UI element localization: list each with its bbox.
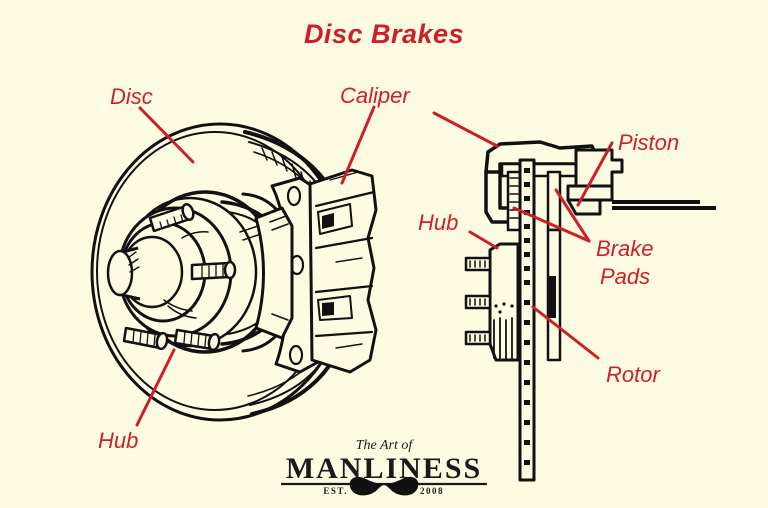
pad-shading: [271, 223, 289, 231]
leader-hub-right: [468, 230, 499, 250]
lug-stud: [148, 202, 195, 233]
piston-seal-block: [566, 184, 614, 202]
label-rotor: Rotor: [606, 362, 661, 387]
leader-brake-pads-inner: [512, 206, 591, 243]
label-brake-pads-line2: Pads: [600, 264, 650, 289]
caliper-seam: [314, 330, 374, 338]
rotor-vane-marks: [524, 168, 530, 465]
caliper-seam: [314, 236, 374, 250]
left-diagram: [90, 122, 378, 422]
hub-nose-shading: [127, 251, 140, 273]
caliper-bore-shadow-bottom: [322, 302, 334, 316]
logo-wordmark: MANLINESS: [286, 452, 482, 485]
hydraulic-line-upper: [612, 200, 700, 204]
hat-tick: [239, 225, 259, 233]
caliper-bolt-hole-bottom: [288, 344, 304, 366]
hub-section-dots: [494, 302, 514, 314]
leader-disc: [138, 106, 195, 164]
leader-lines: [135, 105, 614, 427]
caliper-seam: [314, 190, 376, 208]
piston-boot: [566, 198, 602, 216]
hub-body-shading: [163, 231, 209, 319]
caliper-bolt-hole-top: [286, 185, 302, 207]
outboard-pad-section: [546, 170, 562, 232]
logo-est-label: EST.: [323, 486, 348, 496]
rotor-shoulder-shadow: [548, 276, 556, 318]
label-brake-pads-line1: Brake: [596, 236, 653, 261]
caliper-seam: [314, 284, 374, 294]
label-piston: Piston: [618, 130, 679, 155]
pad-shading: [269, 215, 287, 223]
label-caliper: Caliper: [340, 83, 411, 108]
page-title: Disc Brakes: [304, 19, 464, 49]
hydraulic-line-lower: [612, 206, 716, 210]
hat-tick: [242, 233, 262, 241]
logo-script-text: The Art of: [356, 438, 415, 453]
inboard-brake-pad: [254, 206, 294, 340]
pad-hatching: [509, 177, 519, 219]
lug-stud: [190, 260, 237, 281]
label-hub-right: Hub: [418, 210, 458, 235]
right-diagram: [464, 140, 716, 482]
caliper-assembly: [254, 168, 378, 374]
inboard-pad-section: [506, 170, 522, 232]
leader-rotor: [531, 305, 600, 360]
art-of-manliness-logo: The Art of MANLINESS EST. 2008: [281, 438, 487, 496]
leader-brake-pads-outer: [554, 188, 591, 243]
label-hub-left: Hub: [98, 428, 138, 453]
pad-shading: [271, 313, 289, 321]
leader-piston: [576, 141, 614, 207]
label-disc: Disc: [110, 84, 153, 109]
lug-stud: [122, 326, 169, 351]
mustache-icon: [349, 476, 419, 496]
leader-hub-left: [135, 348, 176, 427]
logo-est-year: 2008: [420, 486, 444, 496]
caliper-bore-shadow-top: [322, 213, 334, 229]
hub-spindle-end: [106, 249, 134, 297]
lug-studs: [122, 202, 237, 352]
leader-caliper-right: [432, 111, 499, 148]
lug-stud: [173, 328, 221, 352]
hub-section-hatching: [493, 317, 513, 359]
leader-caliper: [340, 105, 376, 185]
hub-lug-studs-section: [464, 256, 492, 346]
